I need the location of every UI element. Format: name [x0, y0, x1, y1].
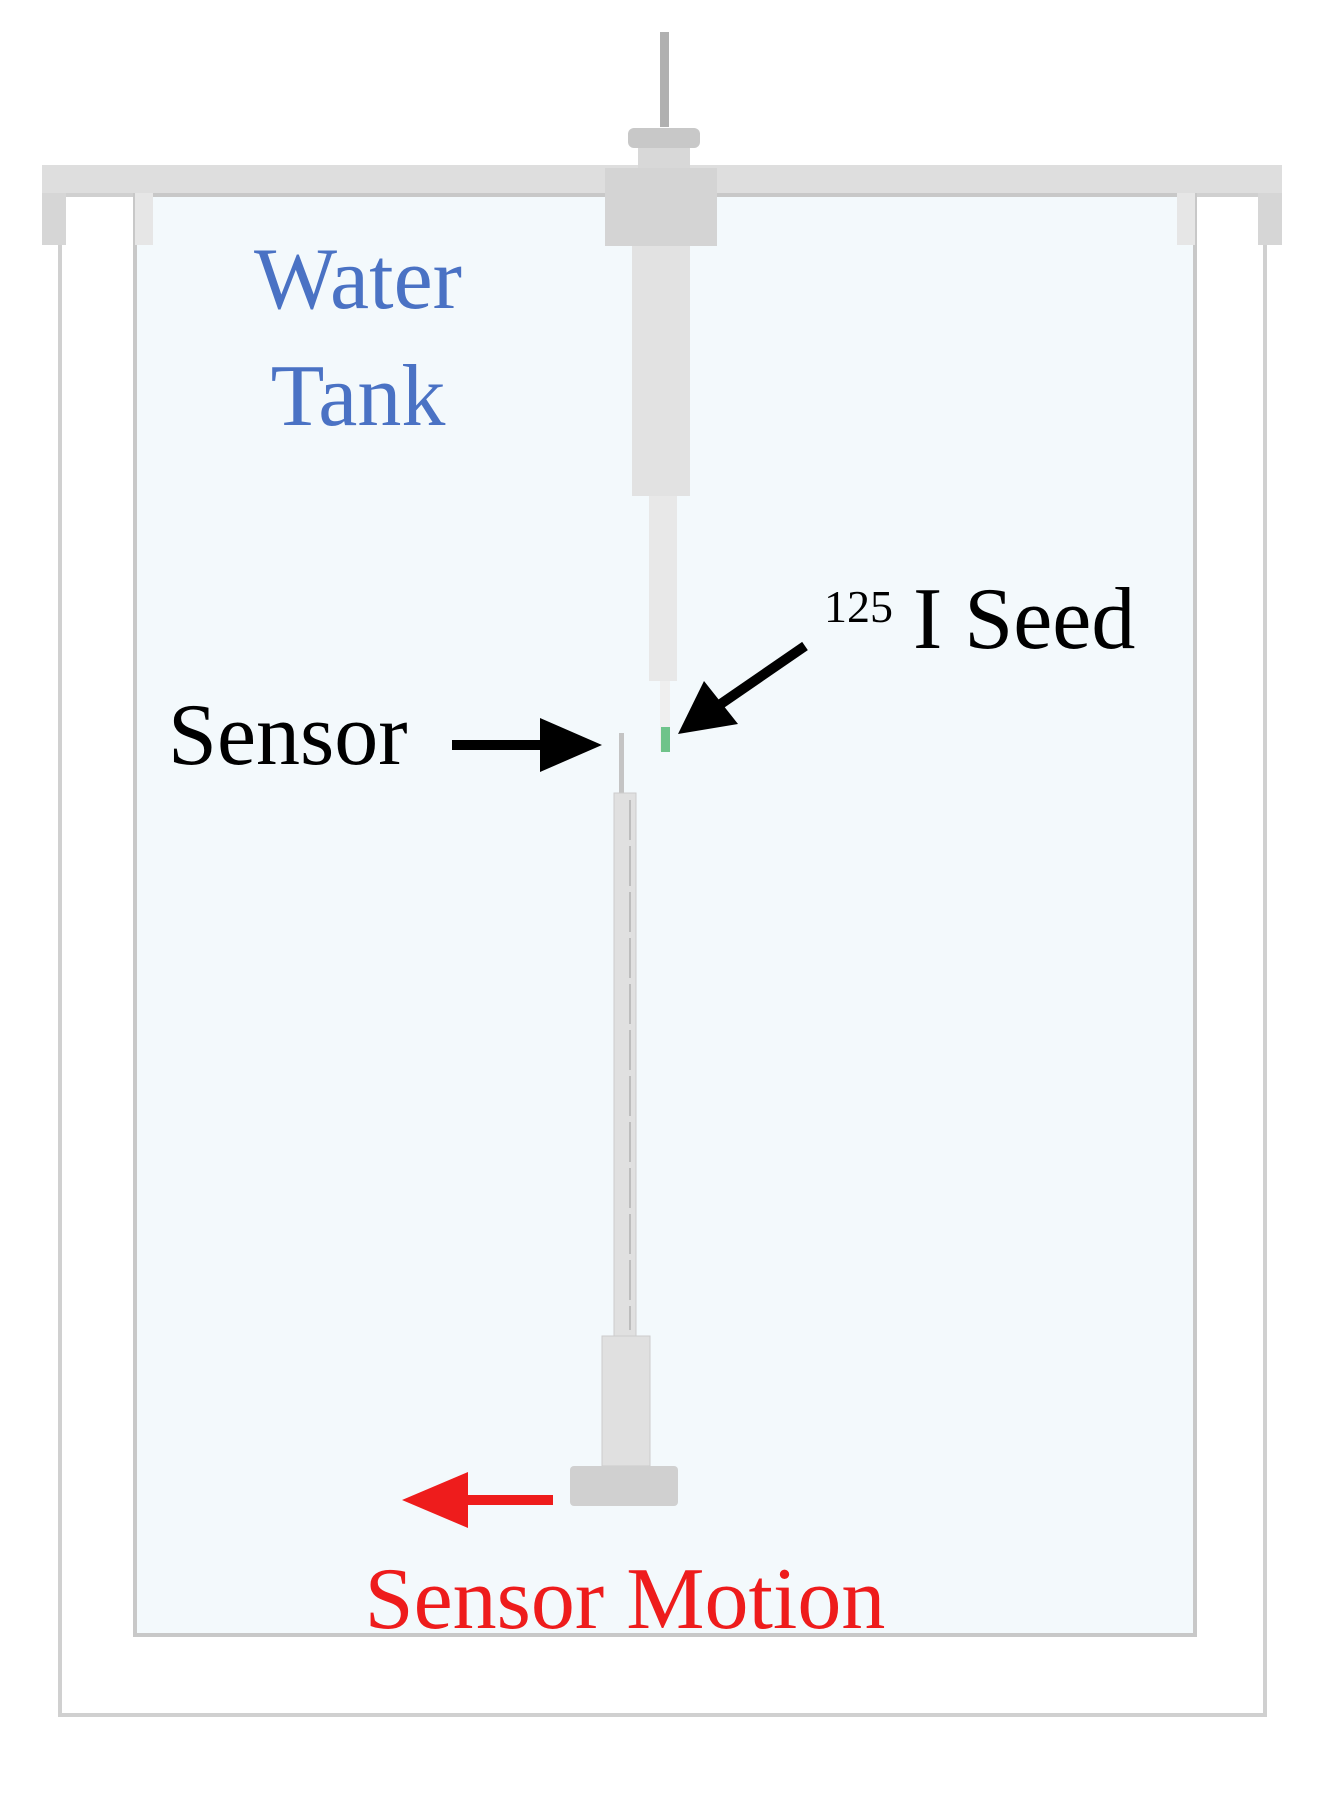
water-tank-label-line1: Water: [254, 231, 462, 328]
inner-right-post: [1177, 193, 1195, 245]
sensor-rod: [613, 792, 637, 1339]
sensor-motion-label: Sensor Motion: [365, 1551, 886, 1648]
sensor-label: Sensor: [168, 687, 408, 784]
sensor-arrow-head: [540, 718, 602, 772]
inner-left-post: [135, 193, 153, 245]
sensor-mount: [601, 1335, 651, 1467]
lid-left-flange: [42, 193, 66, 245]
water-tank-label-line2: Tank: [271, 348, 446, 445]
lid-right-flange: [1258, 193, 1282, 245]
seed-tip: [660, 681, 670, 751]
holder-nut: [628, 128, 700, 148]
holder-neck: [638, 148, 690, 168]
holder-clamp: [605, 168, 717, 246]
seed-source: [661, 727, 670, 752]
motion-arrow-head: [402, 1472, 468, 1528]
seed-arrow-head: [678, 681, 738, 734]
holder-top-pin: [660, 32, 669, 127]
seed-label: I Seed: [913, 571, 1135, 668]
sensor-tip: [619, 733, 624, 793]
sensor-base: [570, 1466, 678, 1506]
seed-arrow-shaft: [709, 641, 808, 715]
holder-needle: [649, 496, 677, 681]
holder-body: [632, 246, 690, 496]
seed-label-superscript: 125: [824, 581, 893, 632]
